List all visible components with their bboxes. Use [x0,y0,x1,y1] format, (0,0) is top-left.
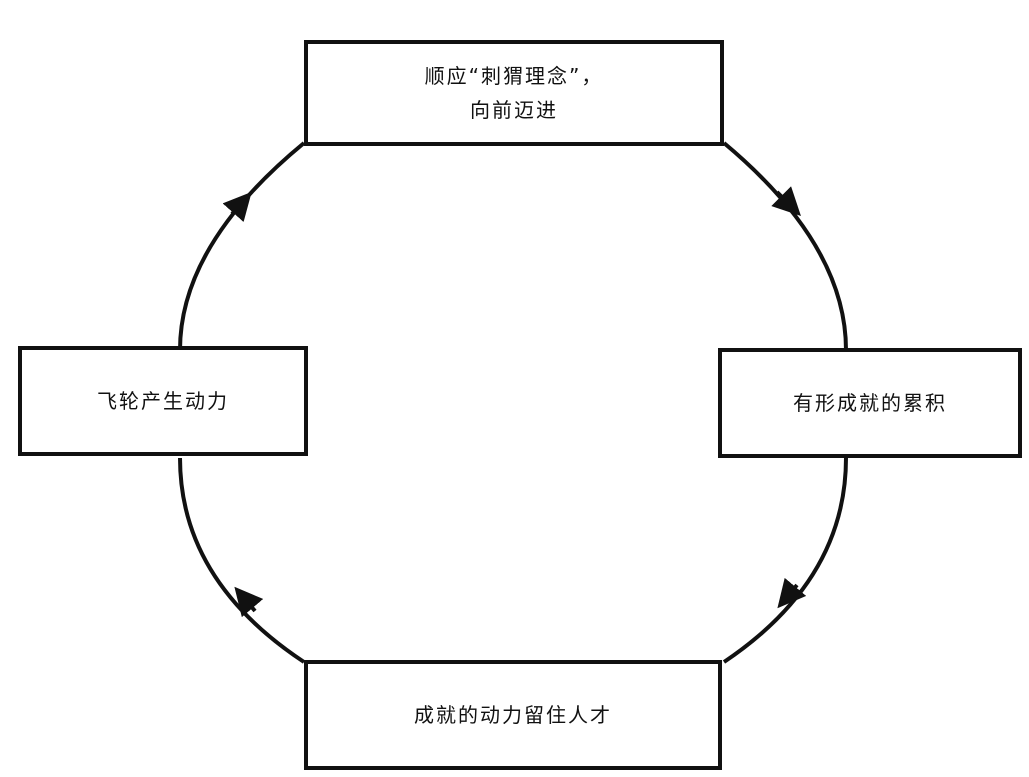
arrow-bottom-to-left [234,586,264,618]
edge-left-to-top [178,141,306,351]
node-label-top: 顺应“刺猬理念”， 向前迈进 [424,64,604,122]
arrow-right-to-bottom [777,577,807,609]
node-label-right: 有形成就的累积 [793,391,947,415]
node-label-left: 飞轮产生动力 [97,389,229,413]
edge-top-to-right [722,141,848,351]
node-label-bottom: 成就的动力留住人才 [414,703,612,727]
edge-bottom-to-left [178,457,306,664]
edge-right-to-bottom [722,457,848,664]
node-box-bottom: 成就的动力留住人才 [304,660,722,770]
node-box-top: 顺应“刺猬理念”， 向前迈进 [304,40,724,146]
arrow-left-to-top [222,191,252,223]
node-box-left: 飞轮产生动力 [18,346,308,456]
node-box-right: 有形成就的累积 [718,348,1022,458]
arrow-top-to-right [771,186,801,216]
